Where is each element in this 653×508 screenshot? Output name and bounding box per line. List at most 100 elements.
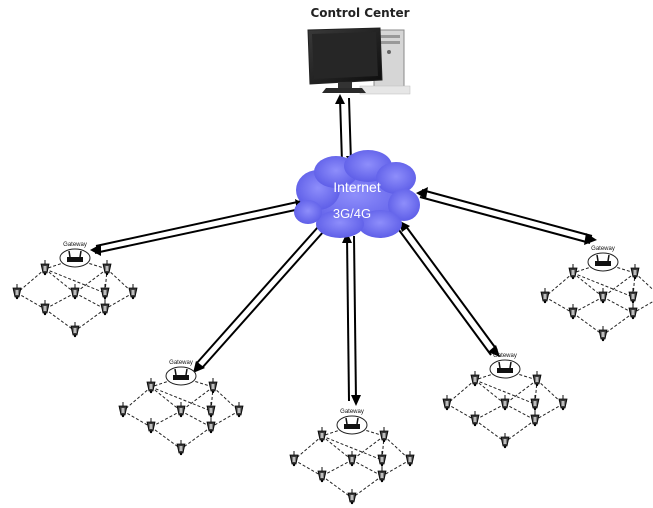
mesh-link — [122, 410, 152, 428]
street-lamp-icon — [568, 264, 578, 280]
mesh-link — [210, 410, 240, 428]
lamp-cluster-lower-right: Gateway — [442, 353, 568, 449]
mesh-link — [44, 268, 76, 294]
mesh-link — [474, 419, 506, 443]
mesh-link — [383, 435, 411, 461]
arrowheads — [90, 94, 597, 406]
mesh-link — [212, 386, 240, 412]
street-lamp-icon — [598, 326, 608, 342]
mesh-link — [534, 403, 564, 421]
mesh-link — [150, 426, 182, 450]
mesh-link — [536, 379, 564, 405]
mesh-link — [44, 308, 76, 332]
street-lamp-icon — [146, 418, 156, 434]
mesh-link — [504, 403, 536, 421]
mesh-link — [474, 403, 506, 421]
link-line — [404, 224, 498, 351]
router-icon — [497, 361, 513, 373]
mesh-link — [74, 308, 106, 332]
mesh-link — [602, 296, 634, 314]
internet-cloud: Internet 3G/4G — [294, 150, 420, 238]
arrowhead — [488, 345, 500, 357]
street-lamp-icon — [532, 371, 542, 387]
street-lamp-icon — [100, 284, 110, 300]
street-lamp-icon — [176, 402, 186, 418]
street-lamp-icon — [628, 288, 638, 304]
mesh-link — [504, 379, 538, 405]
arrowhead — [416, 187, 428, 199]
arrowhead — [584, 233, 597, 245]
mesh-link — [351, 435, 385, 461]
computer-icon — [307, 27, 411, 95]
mesh-link — [572, 272, 604, 298]
mesh-link — [544, 272, 574, 298]
lamp-cluster-left: Gateway — [12, 242, 138, 338]
mesh-link — [602, 312, 634, 336]
street-lamp-icon — [628, 304, 638, 320]
mesh-link — [74, 292, 106, 310]
street-lamp-icon — [208, 378, 218, 394]
mesh-link — [504, 419, 536, 443]
lamp-cluster-lower-left: Gateway — [118, 360, 244, 456]
arrowhead — [193, 361, 205, 373]
mesh-link — [572, 312, 604, 336]
street-lamp-icon — [530, 395, 540, 411]
link-line — [339, 97, 343, 163]
street-lamp-icon — [118, 402, 128, 418]
street-lamp-icon — [206, 418, 216, 434]
mesh-link — [474, 379, 536, 405]
street-lamp-icon — [500, 395, 510, 411]
mesh-link — [544, 296, 574, 314]
link-line — [94, 208, 301, 254]
street-lamp-icon — [70, 284, 80, 300]
street-lamp-icon — [500, 433, 510, 449]
arrowhead — [351, 395, 361, 406]
mesh-link — [150, 386, 212, 412]
street-lamp-icon — [558, 395, 568, 411]
gateway-label: Gateway — [169, 360, 193, 366]
cloud-label-line2: 3G/4G — [333, 206, 371, 221]
street-lamp-icon — [470, 411, 480, 427]
mesh-link — [632, 300, 653, 314]
gateway-label: Gateway — [591, 246, 615, 252]
mesh-link — [474, 379, 506, 405]
street-lamp-icon — [234, 402, 244, 418]
mesh-link — [16, 268, 46, 294]
router-icon — [173, 368, 189, 380]
cloud-label-line1: Internet — [333, 179, 381, 195]
control-center-label: Control Center — [310, 6, 410, 20]
street-lamp-icon — [100, 300, 110, 316]
mesh-link — [446, 403, 476, 421]
street-lamp-icon — [12, 284, 22, 300]
street-lamp-icon — [289, 451, 299, 467]
link-line — [353, 235, 357, 402]
street-lamp-icon — [377, 467, 387, 483]
mesh-link — [122, 386, 152, 412]
street-lamp-icon — [598, 288, 608, 304]
link-line — [348, 97, 352, 163]
mesh-link — [44, 268, 106, 294]
street-lamp-icon — [128, 284, 138, 300]
street-lamp-icon — [442, 395, 452, 411]
street-lamp-icon — [40, 300, 50, 316]
street-lamp-icon — [206, 402, 216, 418]
arrowhead — [90, 244, 101, 256]
mesh-link — [572, 272, 634, 298]
street-lamp-icon — [102, 260, 112, 276]
street-lamp-icon — [347, 451, 357, 467]
gateway-label: Gateway — [493, 353, 517, 359]
link-line — [419, 196, 591, 244]
street-lamp-icon — [40, 260, 50, 276]
street-lamp-icon — [568, 304, 578, 320]
mesh-link — [74, 268, 108, 294]
arrowhead — [335, 94, 345, 104]
mesh-link — [381, 459, 411, 477]
mesh-link — [180, 410, 212, 428]
mesh-link — [634, 272, 653, 291]
links — [94, 97, 593, 402]
street-lamp-icon — [530, 411, 540, 427]
street-lamp-icon — [379, 427, 389, 443]
